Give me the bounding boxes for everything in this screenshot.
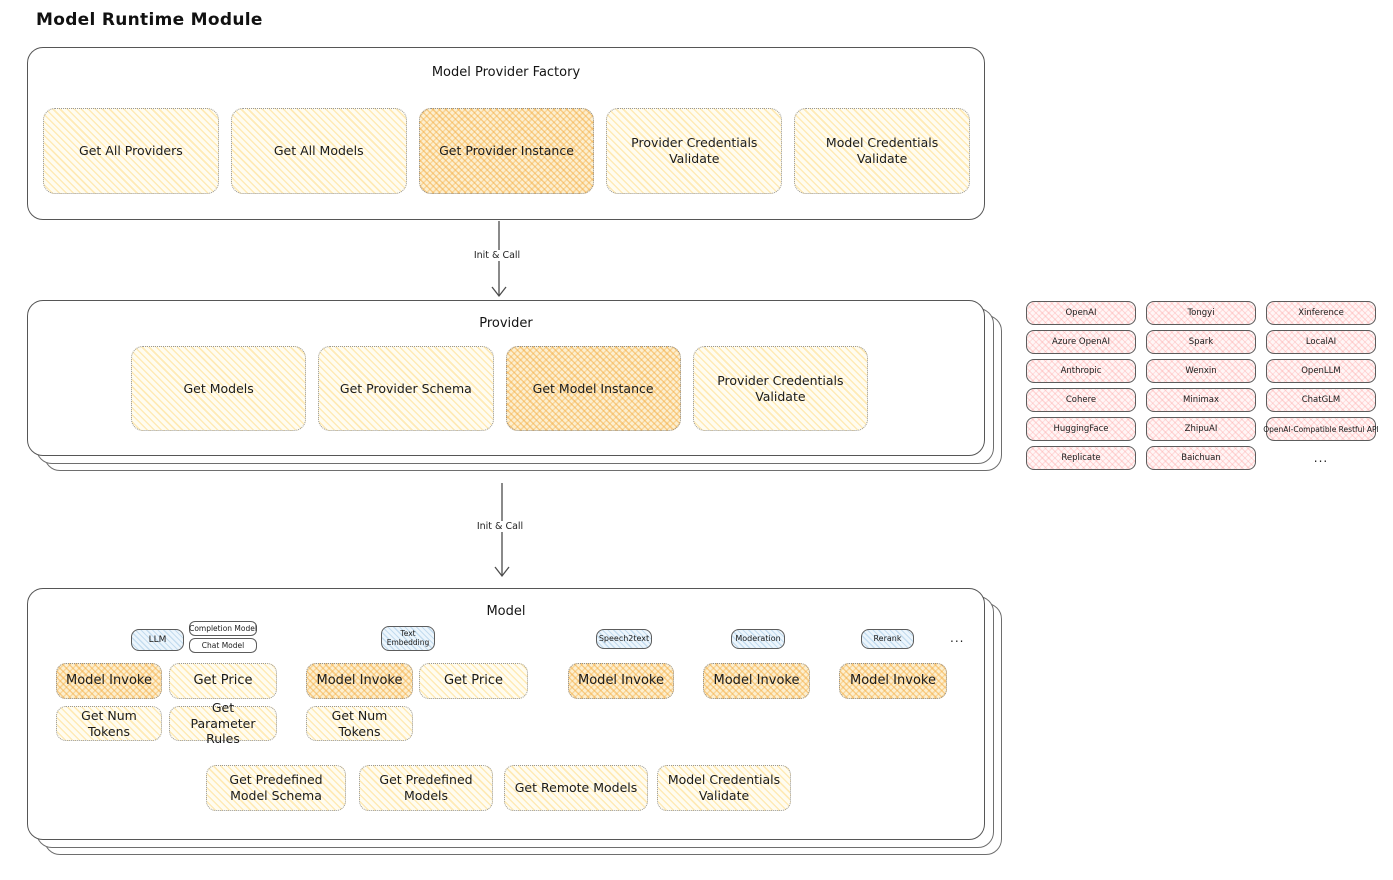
vendor-chip-openllm: OpenLLM [1266,359,1376,383]
vendor-chip-tongyi: Tongyi [1146,301,1256,325]
tag-more-ellipsis: ... [950,631,965,645]
text-embedding-get-num-tokens: Get Num Tokens [306,706,413,741]
tag-chat-model: Chat Model [189,638,257,653]
vendor-chip-spark: Spark [1146,330,1256,354]
rerank-model-invoke: Model Invoke [839,663,947,699]
tag-rerank: Rerank [861,629,914,649]
factory-get-provider-instance: Get Provider Instance [418,108,595,194]
text-embedding-get-price: Get Price [419,663,528,699]
model-panel-face: Model LLM Completion Model Chat Model Te… [27,588,985,840]
text-embedding-model-invoke: Model Invoke [306,663,413,699]
vendor-chip-localai: LocalAI [1266,330,1376,354]
vendor-more-ellipsis: ... [1313,451,1329,465]
model-get-predefined-models: Get Predefined Models [359,765,493,811]
llm-get-parameter-rules: Get Parameter Rules [169,700,277,746]
factory-model-credentials-validate: Model Credentials Validate [794,108,970,194]
vendor-chip-openai-compatible-restful-api: OpenAI-Compatible Restful API [1263,417,1379,441]
tag-completion-model: Completion Model [189,621,257,636]
tag-speech2text: Speech2text [596,629,652,649]
provider-get-provider-schema: Get Provider Schema [318,346,494,431]
vendor-chip-cohere: Cohere [1026,388,1136,412]
provider-vendor-grid: OpenAI Tongyi Xinference Azure OpenAI Sp… [1026,301,1379,470]
arrow-label-init-call-1: Init & Call [469,250,525,261]
model-get-remote-models: Get Remote Models [504,765,648,811]
provider-panel: Provider Get Models Get Provider Schema … [27,300,1002,471]
llm-get-num-tokens: Get Num Tokens [56,706,162,741]
model-get-predefined-model-schema: Get Predefined Model Schema [206,765,346,811]
factory-provider-credentials-validate: Provider Credentials Validate [606,108,783,194]
model-title: Model [486,604,526,619]
factory-get-all-models: Get All Models [230,108,407,194]
tag-llm: LLM [131,629,184,651]
vendor-chip-azure-openai: Azure OpenAI [1026,330,1136,354]
vendor-chip-anthropic: Anthropic [1026,359,1136,383]
vendor-chip-wenxin: Wenxin [1146,359,1256,383]
provider-get-model-instance: Get Model Instance [505,346,681,431]
moderation-model-invoke: Model Invoke [703,663,810,699]
factory-get-all-providers: Get All Providers [43,108,219,194]
factory-panel: Model Provider Factory Get All Providers… [27,47,985,220]
vendor-chip-minimax: Minimax [1146,388,1256,412]
tag-text-embedding: Text Embedding [381,626,435,651]
factory-title: Model Provider Factory [431,65,581,80]
tag-moderation: Moderation [731,629,785,649]
vendor-chip-chatglm: ChatGLM [1266,388,1376,412]
provider-title: Provider [479,316,533,331]
vendor-chip-openai: OpenAI [1026,301,1136,325]
factory-panel-face: Model Provider Factory Get All Providers… [27,47,985,220]
provider-credentials-validate: Provider Credentials Validate [692,346,868,431]
model-credentials-validate: Model Credentials Validate [657,765,791,811]
speech2text-model-invoke: Model Invoke [568,663,674,699]
provider-panel-face: Provider Get Models Get Provider Schema … [27,300,985,456]
llm-model-invoke: Model Invoke [56,663,162,699]
vendor-chip-huggingface: HuggingFace [1026,417,1136,441]
arrow-label-init-call-2: Init & Call [472,521,528,532]
vendor-chip-zhipuai: ZhipuAI [1146,417,1256,441]
model-panel: Model LLM Completion Model Chat Model Te… [27,588,1002,855]
llm-get-price: Get Price [169,663,277,699]
provider-get-models: Get Models [131,346,307,431]
page-title: Model Runtime Module [36,10,263,30]
vendor-chip-xinference: Xinference [1266,301,1376,325]
vendor-chip-replicate: Replicate [1026,446,1136,470]
vendor-chip-baichuan: Baichuan [1146,446,1256,470]
